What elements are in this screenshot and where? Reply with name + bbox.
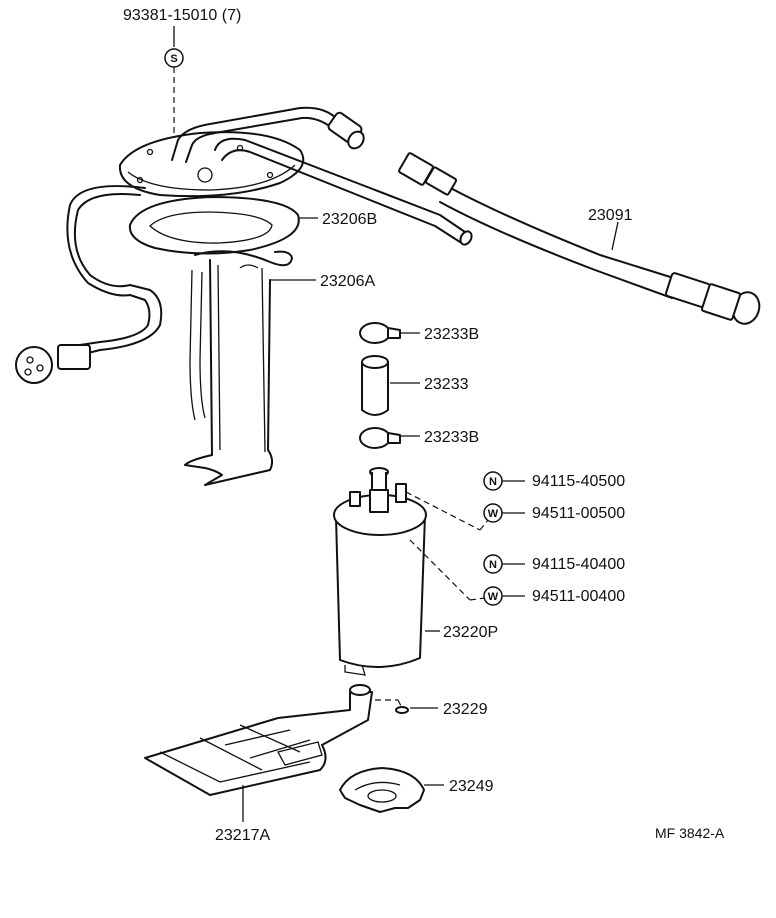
label-23217A: 23217A [215, 827, 270, 844]
drawing-id: MF 3842-A [655, 825, 725, 841]
label-23233: 23233 [424, 376, 469, 393]
label-23229: 23229 [443, 701, 488, 718]
pump-bracket-top-plate [15, 106, 473, 384]
fuel-filter-23217A [144, 684, 373, 822]
label-23091: 23091 [588, 207, 633, 224]
label-94511-00400: 94511-00400 [532, 588, 625, 605]
nut-symbol-label-lower: N [489, 559, 497, 571]
label-93381-15010: 93381-15010 (7) [123, 7, 241, 24]
nut-symbol-label-upper: N [489, 476, 497, 488]
label-23220P: 23220P [443, 624, 498, 641]
clamp-23233B-bottom [359, 427, 420, 449]
fuel-pump-23220P [333, 467, 481, 676]
label-94115-40500: 94115-40500 [532, 473, 625, 490]
screw-93381: S [164, 26, 184, 140]
label-23233B-bottom: 23233B [424, 429, 479, 446]
hardware-upper: N W [479, 471, 525, 531]
washer-symbol-label-lower: W [488, 591, 499, 603]
label-23249: 23249 [449, 778, 494, 795]
gasket-23206B [128, 196, 318, 255]
electrical-connector-left [15, 344, 91, 384]
hardware-lower: N W [469, 554, 525, 606]
label-94511-00500: 94511-00500 [532, 505, 625, 522]
label-23206A: 23206A [320, 273, 375, 290]
hose-fitting-left [398, 152, 458, 196]
screw-symbol-label: S [170, 53, 177, 65]
pump-bracket-23206A [184, 250, 316, 486]
cushion-23249 [339, 767, 444, 813]
label-94115-40400: 94115-40400 [532, 556, 625, 573]
washer-symbol-label-upper: W [488, 508, 499, 520]
hose-fitting-right [665, 272, 761, 325]
label-23206B: 23206B [322, 211, 377, 228]
label-23233B-top: 23233B [424, 326, 479, 343]
fuel-hose-23091 [398, 152, 761, 325]
hose-23233 [361, 355, 420, 416]
clip-23229 [375, 699, 438, 714]
tube-fitting-top [327, 111, 365, 150]
clamp-23233B-top [359, 322, 420, 344]
